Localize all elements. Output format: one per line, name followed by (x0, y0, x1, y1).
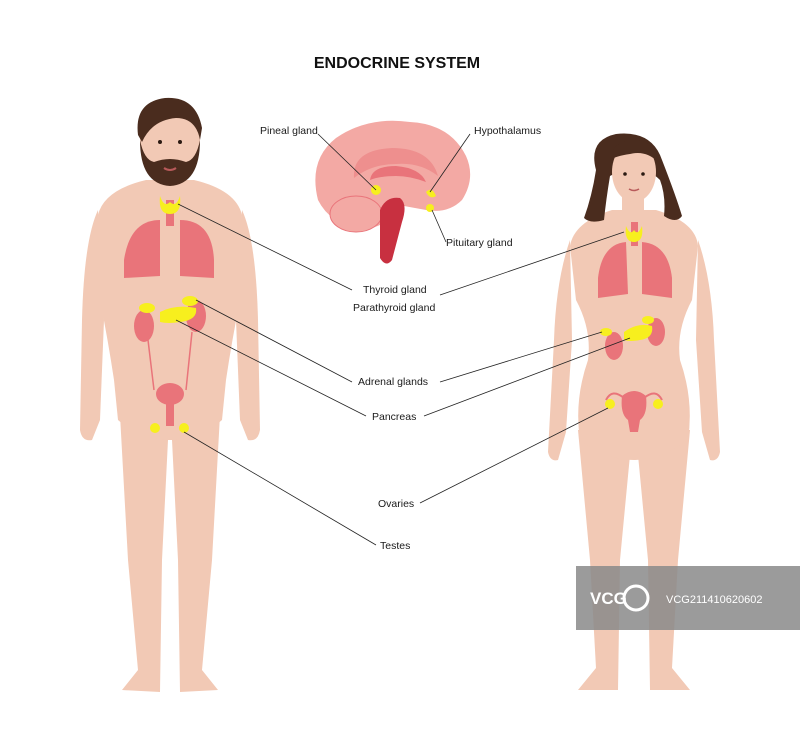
label-hypothalamus: Hypothalamus (474, 125, 541, 137)
female-right-kidney (647, 318, 665, 346)
male-left-testis (150, 423, 160, 433)
female-hair (584, 133, 682, 222)
line-thyroid-female (439, 231, 625, 296)
brain-cerebellum (329, 195, 383, 233)
female-left-ovary (605, 399, 615, 409)
female-thyroid (625, 226, 643, 242)
brain-inner (353, 148, 438, 178)
male-left-kidney (134, 310, 154, 342)
female-mouth (628, 188, 640, 192)
female-left-lung (598, 242, 628, 298)
female-pancreas (624, 324, 653, 341)
male-bladder (156, 383, 184, 405)
female-bangs (610, 140, 658, 162)
male-eye-right (178, 140, 182, 144)
male-right-testis (179, 423, 189, 433)
label-ovaries: Ovaries (378, 498, 414, 510)
male-left-adrenal (139, 303, 155, 313)
female-left-adrenal (600, 328, 612, 336)
watermark-code: VCG211410620602 (666, 594, 762, 606)
label-parathyroid-gland: Parathyroid gland (353, 302, 435, 314)
brain-stem (380, 197, 405, 264)
line-adrenal-male (195, 299, 353, 383)
label-pineal-gland: Pineal gland (260, 125, 318, 137)
male-hair (137, 97, 202, 142)
leader-lines (175, 133, 631, 546)
male-legs (120, 415, 220, 692)
brain-figure (315, 120, 471, 264)
brain-pituitary (426, 204, 434, 212)
male-thyroid (159, 196, 181, 214)
male-figure (80, 97, 260, 692)
label-testes: Testes (380, 540, 410, 552)
line-pancreas-female (423, 337, 631, 417)
line-hypothalamus (429, 133, 471, 193)
male-eye-left (158, 140, 162, 144)
watermark-logo: VCG (590, 589, 627, 608)
watermark-logo-mark (622, 584, 650, 612)
male-left-lung (124, 220, 160, 278)
male-left-arm (80, 210, 104, 441)
female-eye-left (623, 172, 627, 176)
female-left-arm (548, 240, 572, 461)
male-right-adrenal (182, 296, 198, 306)
labels: Pineal gland Hypothalamus Pituitary glan… (260, 125, 541, 552)
male-ureters (147, 331, 193, 391)
female-legs (578, 430, 690, 690)
male-urethra (166, 402, 174, 426)
label-thyroid-gland: Thyroid gland (363, 284, 427, 296)
female-right-lung (642, 242, 672, 298)
male-beard (140, 140, 200, 186)
watermark-band (576, 566, 800, 630)
female-uterus (621, 391, 647, 432)
label-pancreas: Pancreas (372, 411, 416, 423)
female-left-kidney (605, 332, 623, 360)
female-head (612, 142, 656, 202)
line-thyroid-male (177, 203, 353, 291)
male-right-lung (180, 220, 214, 278)
line-testes (183, 431, 377, 546)
label-pituitary-gland: Pituitary gland (446, 237, 513, 249)
line-adrenal-female (439, 331, 603, 383)
brain-corpus (370, 166, 426, 182)
female-fallopian-tubes (605, 392, 663, 401)
female-eye-right (641, 172, 645, 176)
line-pineal (317, 133, 377, 191)
male-pancreas (160, 306, 197, 323)
male-mouth (163, 167, 177, 171)
watermark: VCG VCG211410620602 (576, 566, 800, 630)
female-right-arm (696, 240, 720, 461)
line-ovaries (419, 407, 609, 504)
label-adrenal-glands: Adrenal glands (358, 376, 428, 388)
line-pancreas-male (175, 319, 367, 417)
male-right-arm (236, 210, 260, 441)
female-right-ovary (653, 399, 663, 409)
female-right-adrenal (642, 316, 654, 324)
brain-hypothalamus (426, 189, 436, 198)
diagram-title: ENDOCRINE SYSTEM (314, 55, 480, 72)
line-pituitary (431, 209, 447, 243)
